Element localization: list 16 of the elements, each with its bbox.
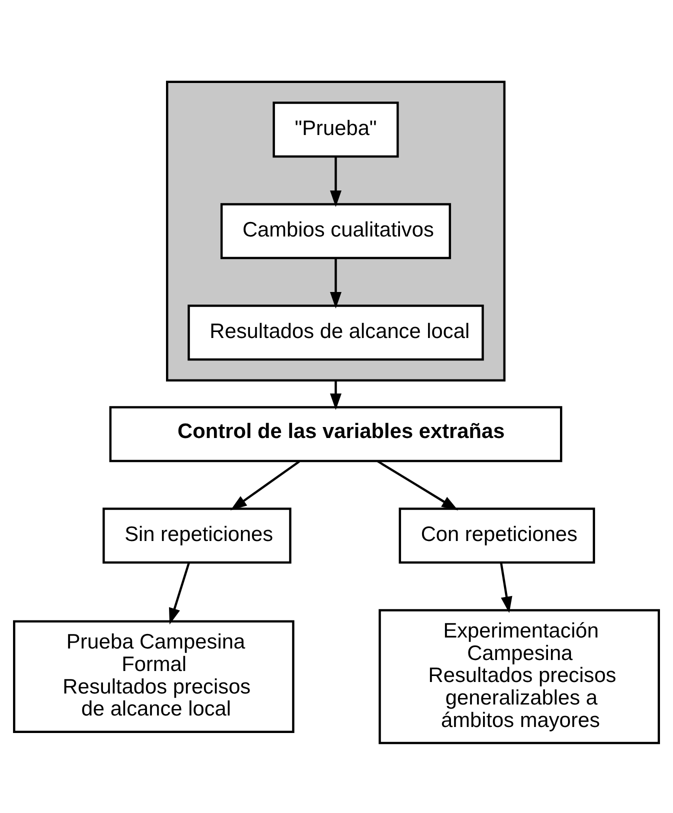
node-box: Prueba Campesina Formal Resultados precisos de alcance local (13, 620, 294, 733)
arrow (377, 460, 458, 510)
arrow (230, 460, 300, 510)
node-box: Sin repeticiones (102, 508, 292, 564)
node-box: Con repeticiones (398, 508, 596, 564)
node-box: Resultados de alcance local (188, 304, 484, 361)
arrow (330, 258, 342, 308)
arrow (330, 380, 342, 410)
node-box: "Prueba" (272, 102, 399, 158)
node-box: Cambios cualitativos (220, 203, 452, 260)
arrow (330, 157, 342, 207)
cluster (166, 80, 506, 382)
node-box: Experimentación Campesina Resultados precisos generalizables a ámbitos mayores (378, 609, 660, 744)
node-box: Control de las variables extrañas (109, 406, 562, 462)
arrow (168, 562, 190, 624)
arrow (500, 562, 512, 614)
